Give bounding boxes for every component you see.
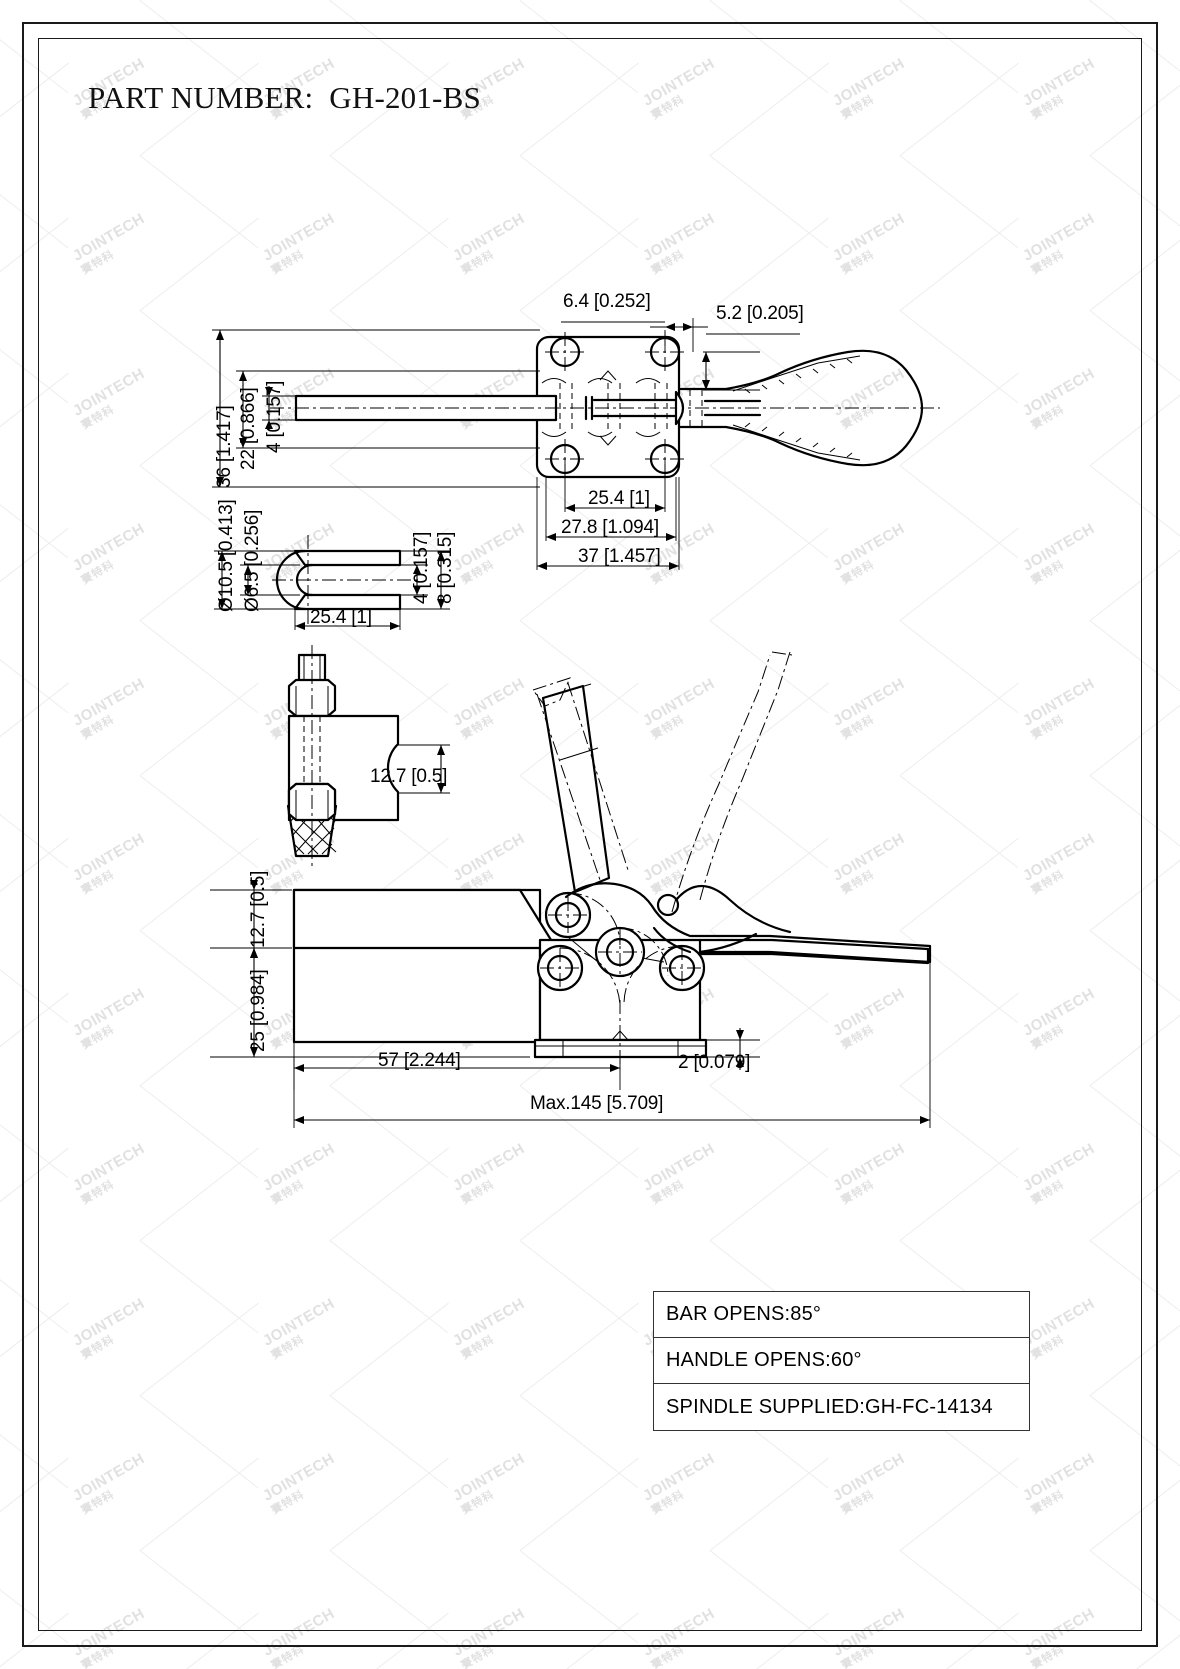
note-bar-opens: BAR OPENS:85° — [654, 1292, 1029, 1338]
dim-inner-width: 22 [0.866] — [238, 387, 259, 470]
spindle-detail-geometry — [286, 645, 450, 868]
dim-max-length: Max.145 [5.709] — [530, 1093, 664, 1114]
drawing-frame-inner — [38, 38, 1142, 1631]
dim-offset: 5.2 [0.205] — [716, 303, 804, 324]
notes-table: BAR OPENS:85° HANDLE OPENS:60° SPINDLE S… — [653, 1291, 1030, 1431]
dim-plate-length: 37 [1.457] — [578, 546, 661, 567]
dim-base-length: 57 [2.244] — [378, 1050, 461, 1071]
dim-body-height: 25 [0.984] — [248, 969, 269, 1052]
dim-clevis-fork-height: 8 [0.315] — [435, 531, 456, 604]
dim-overall-width: 36 [1.417] — [214, 405, 235, 488]
dim-plate-thickness: 2 [0.079] — [678, 1052, 751, 1073]
dim-base-thickness: 12.7 [0.5] — [248, 870, 269, 948]
clevis-detail-geometry — [214, 535, 450, 630]
drawing-frame-outer — [22, 22, 1158, 1647]
dim-clevis-hole-dia: Ø6.5 [0.256] — [242, 509, 263, 612]
dim-spindle-reach: 12.7 [0.5] — [370, 766, 448, 787]
dim-bar-thickness: 4 [0.157] — [264, 380, 285, 453]
top-view-geometry — [212, 318, 940, 570]
dim-plate-width: 27.8 [1.094] — [561, 517, 659, 538]
dim-clevis-outer-dia: Ø10.5 [0.413] — [216, 499, 237, 612]
dim-clevis-slot-width: 4 [0.157] — [411, 531, 432, 604]
dim-hole-spacing: 25.4 [1] — [588, 488, 650, 509]
note-handle-opens: HANDLE OPENS:60° — [654, 1338, 1029, 1384]
side-view-geometry — [210, 651, 932, 1128]
page-title: PART NUMBER: GH-201-BS — [88, 80, 481, 115]
dim-clevis-length: 25.4 [1] — [310, 607, 372, 628]
dim-hole-edge: 6.4 [0.252] — [563, 291, 651, 312]
note-spindle-supplied: SPINDLE SUPPLIED:GH-FC-14134 — [666, 1395, 993, 1418]
